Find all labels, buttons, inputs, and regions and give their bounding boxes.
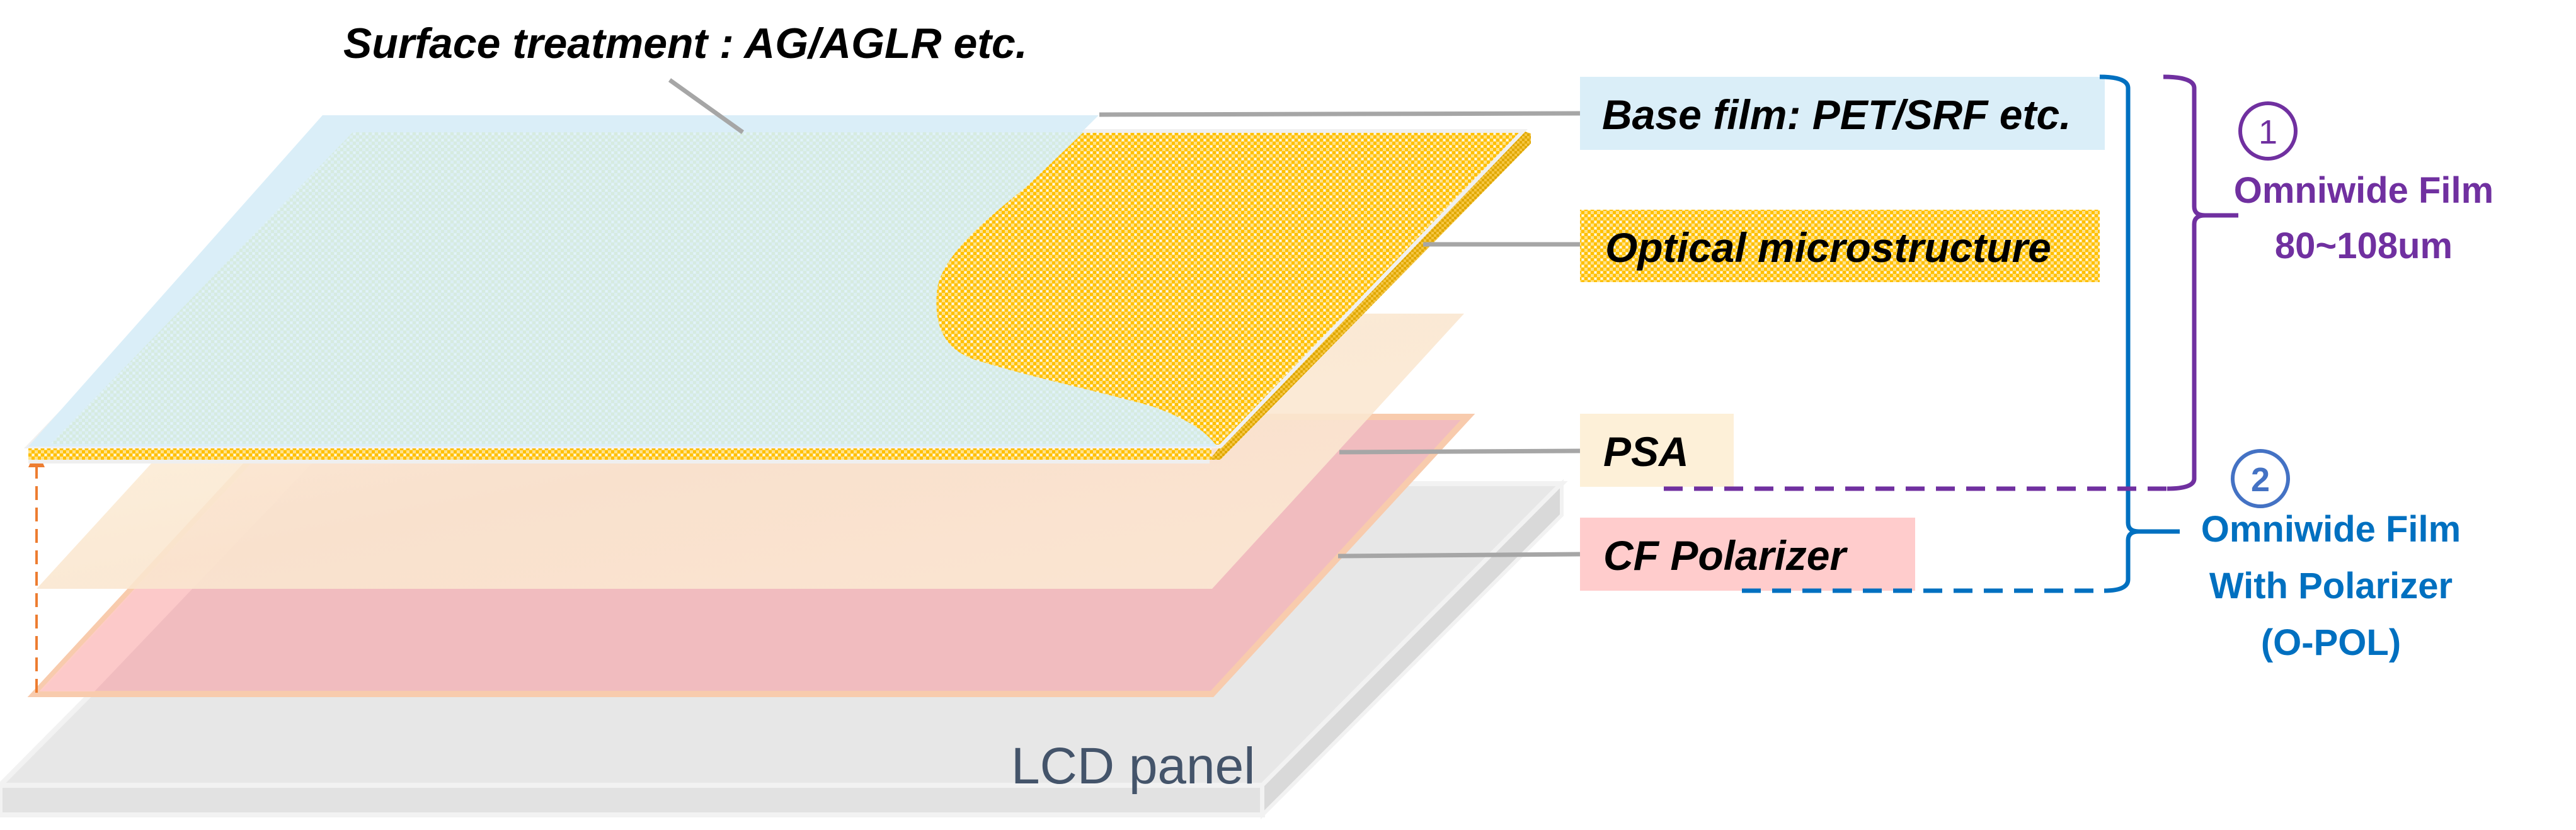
label-psa-text: PSA: [1603, 428, 1689, 475]
base-film-leader: [1099, 111, 1581, 117]
label-base-film-text: Base film: PET/SRF etc.: [1602, 91, 2071, 138]
group-1-brace: [2163, 74, 2238, 491]
group-2-subtitle: With Polarizer: [2209, 566, 2453, 606]
film-slab-front: [28, 446, 1211, 460]
label-psa-box: [1580, 414, 1734, 487]
group-2-bracket: [1742, 74, 2180, 593]
label-cf-polarizer-text: CF Polarizer: [1603, 532, 1848, 579]
surface-treatment-leader: [668, 78, 745, 134]
label-base-film-box: [1580, 77, 2105, 150]
omniwide-film-top: [23, 115, 1531, 463]
group-2-title: Omniwide Film: [2201, 509, 2461, 550]
label-optical-microstructure: Optical microstructure: [1580, 210, 2100, 282]
group-2-number: 2: [2251, 461, 2270, 499]
group-1-number: 1: [2258, 113, 2277, 151]
label-base-film: Base film: PET/SRF etc.: [1580, 77, 2105, 150]
label-cf-polarizer: CF Polarizer: [1580, 518, 1915, 591]
lcd-panel-side-face: [1261, 479, 1564, 820]
lift-arrow: [28, 448, 45, 693]
lcd-panel-label: LCD panel: [1011, 737, 1255, 795]
number-2-circle-icon: [2231, 449, 2290, 508]
label-optical-microstructure-text: Optical microstructure: [1605, 224, 2051, 271]
film-slab-side: [1210, 131, 1531, 460]
base-film-textured-area: [50, 132, 1215, 444]
group-1-bracket: [1664, 74, 2238, 491]
group-2-label: 2 Omniwide Film With Polarizer (O-POL): [2201, 449, 2461, 663]
psa-leader: [1339, 448, 1581, 455]
group-1-thickness: 80~108um: [2275, 225, 2453, 266]
group-2-abbreviation: (O-POL): [2261, 622, 2401, 663]
group-2-brace: [2099, 74, 2180, 593]
group-1-title: Omniwide Film: [2234, 170, 2494, 211]
label-psa: PSA: [1580, 414, 1734, 487]
cf-polarizer-leader: [1337, 552, 1581, 559]
group-1-label: 1 Omniwide Film 80~108um: [2234, 101, 2494, 266]
surface-treatment-callout: Surface treatment : AG/AGLR etc.: [343, 20, 1028, 67]
number-1-circle-icon: [2238, 101, 2298, 161]
label-cf-polarizer-box: [1580, 518, 1915, 591]
label-optical-microstructure-box: [1580, 210, 2100, 282]
